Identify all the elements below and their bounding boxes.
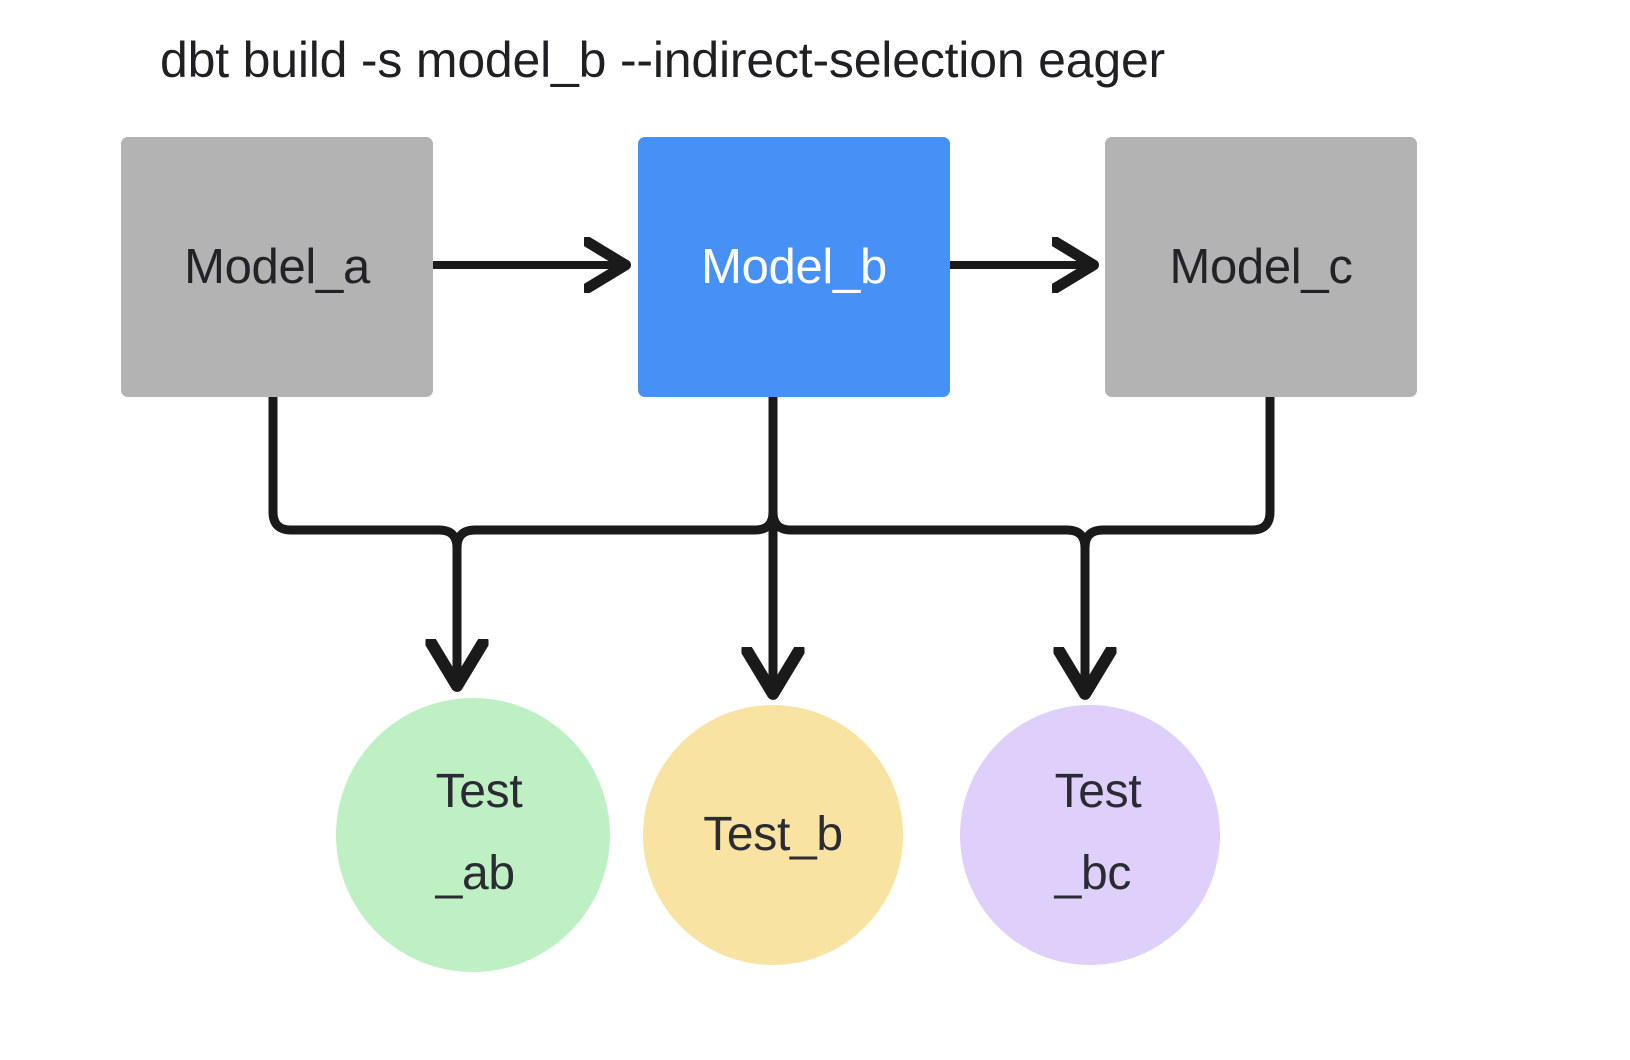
test-node-test-b[interactable]: Test_b (643, 705, 903, 965)
diagram-title: dbt build -s model_b --indirect-selectio… (160, 32, 1166, 88)
model-node-label: Model_b (701, 240, 887, 294)
model-node-model-b[interactable]: Model_b (638, 137, 950, 397)
test-node-test-bc[interactable]: Test_bc (960, 705, 1220, 965)
test-node-label: Test_bc (1054, 765, 1142, 900)
edge-model-b-to-test-ab (452, 397, 778, 549)
edge-model-a-to-test-ab (268, 397, 457, 684)
model-node-model-c[interactable]: Model_c (1105, 137, 1417, 397)
model-node-label: Model_c (1169, 240, 1353, 294)
model-node-model-a[interactable]: Model_a (121, 137, 433, 397)
edge-model-b-to-test-bc (768, 397, 1085, 692)
test-node-label: Test_ab (435, 765, 523, 900)
test-node-label: Test_b (703, 808, 843, 861)
edge-model-c-to-test-bc (1080, 397, 1275, 549)
test-node-test-ab[interactable]: Test_ab (336, 698, 610, 972)
model-node-label: Model_a (184, 240, 370, 294)
